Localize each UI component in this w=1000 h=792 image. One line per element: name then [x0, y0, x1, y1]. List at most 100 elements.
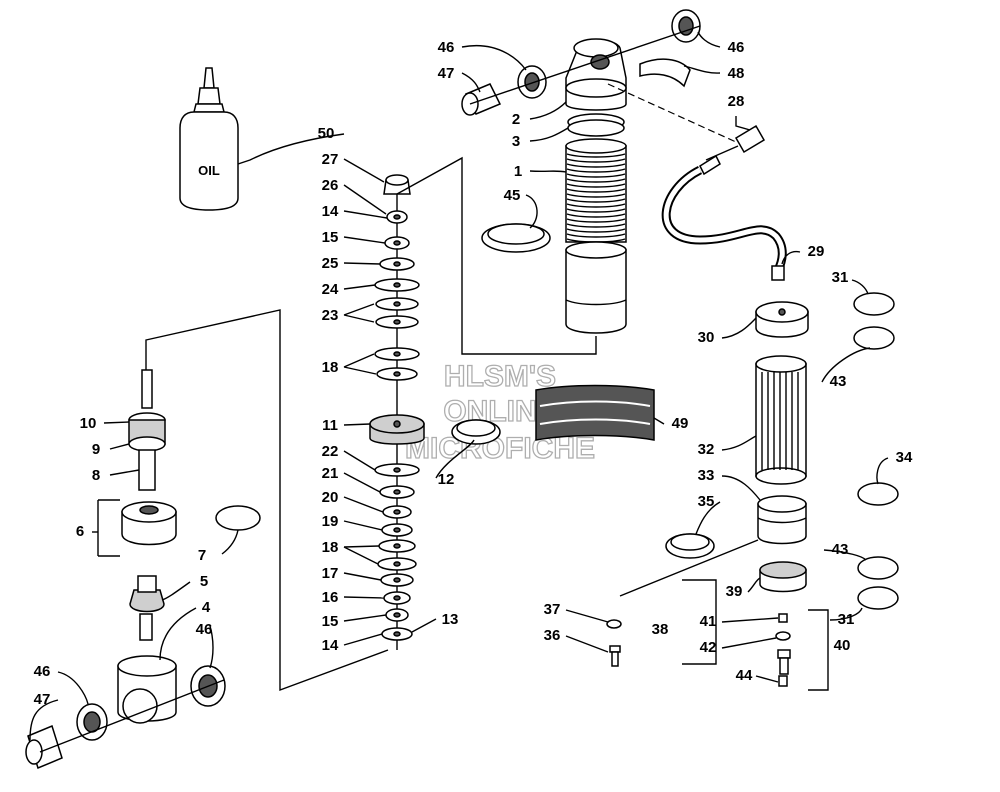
callout-c16: 16 — [322, 589, 339, 606]
assembly-guide-lines — [97, 156, 829, 692]
fitting-guide-line — [607, 83, 737, 143]
ring-45 — [481, 223, 551, 253]
stack-washer — [381, 627, 413, 641]
callout-c27: 27 — [322, 151, 339, 168]
reservoir-fins — [761, 372, 799, 470]
callout-c36: 36 — [544, 627, 561, 644]
reservoir-end-cap — [759, 561, 807, 593]
callout-c2: 2 — [512, 111, 520, 128]
stack-washer — [381, 523, 413, 537]
callout-c43a: 43 — [830, 373, 847, 390]
callout-c45: 45 — [504, 187, 521, 204]
callout-c8: 8 — [92, 467, 100, 484]
callout-c12: 12 — [438, 471, 455, 488]
stack-washer — [375, 297, 419, 311]
callout-c5: 5 — [200, 573, 208, 590]
callout-c38: 38 — [652, 621, 669, 638]
callout-c21: 21 — [322, 465, 339, 482]
stack-washer — [383, 591, 411, 605]
callout-c18b: 18 — [322, 539, 339, 556]
callout-c19: 19 — [322, 513, 339, 530]
valve-shim-stack — [374, 194, 420, 650]
stack-washer — [380, 573, 414, 587]
callout-c15a: 15 — [322, 229, 339, 246]
callout-c31a: 31 — [832, 269, 849, 286]
stack-washer — [382, 505, 412, 519]
callout-c24: 24 — [322, 281, 339, 298]
callout-c39: 39 — [726, 583, 743, 600]
callout-c35: 35 — [698, 493, 715, 510]
callout-c46c: 46 — [196, 621, 213, 638]
callout-c28: 28 — [728, 93, 745, 110]
stack-washer — [374, 463, 420, 477]
callout-c34: 34 — [896, 449, 913, 466]
callout-c1: 1 — [514, 163, 522, 180]
reservoir-piston — [757, 495, 807, 545]
stack-piston-11 — [369, 414, 425, 445]
callout-c4: 4 — [202, 599, 211, 616]
callout-c46d: 46 — [34, 663, 51, 680]
callout-c18a: 18 — [322, 359, 339, 376]
callout-c41: 41 — [700, 613, 717, 630]
reservoir-cap — [755, 301, 809, 338]
watermark-line-1: HLSM'S — [444, 360, 556, 393]
lower-axis-line — [39, 679, 225, 753]
valve-small-parts — [606, 613, 791, 687]
callout-c15b: 15 — [322, 613, 339, 630]
top-axis-line — [469, 25, 701, 105]
oil-label: OIL — [198, 163, 220, 178]
spring-coil-lines — [566, 153, 626, 243]
callout-c50: 50 — [318, 125, 335, 142]
callout-c44: 44 — [736, 667, 753, 684]
ring-12 — [451, 419, 501, 445]
watermark-line-3: MICROFICHE — [405, 432, 595, 465]
callout-c47a: 47 — [438, 65, 455, 82]
callout-c40: 40 — [834, 637, 851, 654]
callout-c31b: 31 — [838, 611, 855, 628]
callout-c14a: 14 — [322, 203, 339, 220]
stack-nut-27 — [383, 174, 411, 195]
stack-washer — [384, 236, 410, 250]
callout-c37: 37 — [544, 601, 561, 618]
callout-c33: 33 — [698, 467, 715, 484]
callout-c48: 48 — [728, 65, 745, 82]
callout-c49: 49 — [672, 415, 689, 432]
callout-c46a: 46 — [438, 39, 455, 56]
stack-washer — [376, 367, 418, 381]
stack-washer — [386, 210, 408, 224]
callout-c25: 25 — [322, 255, 339, 272]
ring-35 — [665, 533, 715, 559]
callout-c13: 13 — [442, 611, 459, 628]
stack-washer — [374, 347, 420, 361]
callout-c7: 7 — [198, 547, 206, 564]
remote-hose — [661, 124, 787, 281]
callout-c42: 42 — [700, 639, 717, 656]
callout-c11: 11 — [322, 417, 338, 434]
stack-washer — [374, 278, 420, 292]
callout-leaders — [29, 31, 889, 741]
callout-c30: 30 — [698, 329, 715, 346]
top-bushings — [461, 9, 701, 116]
callout-c43b: 43 — [832, 541, 849, 558]
callout-c6: 6 — [76, 523, 84, 540]
stack-washer — [375, 315, 419, 329]
callout-c26: 26 — [322, 177, 339, 194]
oil-bottle: OIL — [179, 67, 239, 211]
lower-tube — [565, 241, 627, 334]
callout-c47b: 47 — [34, 691, 51, 708]
stack-washer — [385, 608, 409, 622]
callout-c23: 23 — [322, 307, 339, 324]
stack-washer — [379, 485, 415, 499]
stack-washer — [378, 539, 416, 553]
callout-c3: 3 — [512, 133, 520, 150]
callout-c14b: 14 — [322, 637, 339, 654]
callout-c10: 10 — [80, 415, 97, 432]
decal — [535, 384, 655, 441]
callout-c22: 22 — [322, 443, 339, 460]
shaft-assembly — [25, 369, 226, 770]
callout-c32: 32 — [698, 441, 715, 458]
callout-c46b: 46 — [728, 39, 745, 56]
